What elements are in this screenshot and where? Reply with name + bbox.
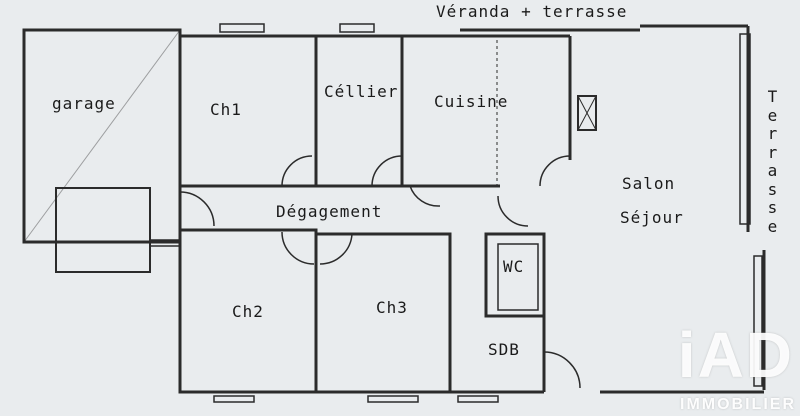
terrasse-letter: a: [767, 161, 779, 180]
terrasse-letter: T: [767, 87, 779, 106]
terrasse-letter: r: [767, 124, 779, 143]
room-label-sdb: SDB: [488, 340, 520, 359]
garage-diagonal: [23, 29, 181, 243]
room-label-terrasse: T e r r a s s e: [764, 87, 782, 236]
cellier-outline: [314, 34, 404, 188]
iad-logo: iAD: [677, 319, 794, 391]
room-label-cellier: Céllier: [324, 82, 399, 101]
room-label-degagement: Dégagement: [276, 202, 383, 221]
chimney-box: [577, 95, 597, 131]
room-label-ch2: Ch2: [232, 302, 264, 321]
room-label-veranda: Véranda + terrasse: [436, 2, 628, 21]
garage-block: [55, 187, 151, 273]
terrasse-letter: s: [767, 198, 779, 217]
terrasse-letter: e: [767, 216, 779, 236]
wc-inner: [497, 243, 539, 311]
terrasse-letter: s: [767, 179, 779, 199]
room-label-ch1: Ch1: [210, 100, 242, 119]
room-label-cuisine: Cuisine: [434, 92, 509, 111]
terrasse-letter: r: [767, 142, 779, 162]
room-label-sejour: Séjour: [620, 208, 684, 227]
room-label-wc: WC: [503, 257, 525, 276]
ch3-outline: [314, 232, 452, 394]
iad-immobilier-text: IMMOBILIER: [680, 396, 796, 413]
room-label-salon: Salon: [622, 174, 676, 193]
terrasse-letter: e: [767, 105, 779, 125]
room-label-garage: garage: [52, 94, 116, 113]
ch1-outline: [178, 34, 318, 188]
room-label-ch3: Ch3: [376, 298, 408, 317]
